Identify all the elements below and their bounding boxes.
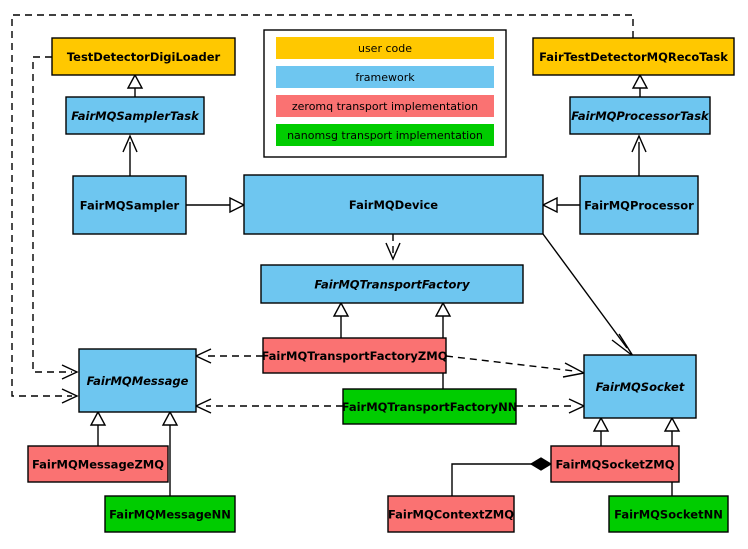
legend-label-user-code: user code xyxy=(358,42,412,55)
class-box-fair-mqsocket-nn[interactable]: FairMQSocketNN xyxy=(608,495,729,533)
class-box-label: TestDetectorDigiLoader xyxy=(67,50,221,64)
legend-swatch-user-code xyxy=(276,37,494,59)
class-box-fair-test-detector-mqreco-task[interactable]: FairTestDetectorMQRecoTask xyxy=(532,37,735,76)
class-box-rect xyxy=(65,96,205,135)
edge-digiloader-to-message xyxy=(32,56,79,380)
class-box-rect xyxy=(260,264,524,304)
edge-messagezmq-to-message xyxy=(89,410,107,446)
edge-recotask-to-processortask xyxy=(631,73,649,97)
class-box-label: FairMQMessageZMQ xyxy=(32,458,164,472)
class-box-rect xyxy=(243,174,544,235)
legend-item-nanomsg: nanomsg transport implementation xyxy=(276,124,494,146)
class-box-fair-mqmessage[interactable]: FairMQMessage xyxy=(78,348,197,413)
edge-messagenn-to-message xyxy=(161,410,179,496)
class-box-label: FairMQTransportFactoryZMQ xyxy=(261,349,447,363)
class-box-label: FairMQSamplerTask xyxy=(71,109,200,123)
class-box-test-detector-digi-loader[interactable]: TestDetectorDigiLoader xyxy=(51,37,236,76)
class-box-rect xyxy=(583,354,697,419)
edge-tfzmq-to-transportfactory xyxy=(332,301,350,338)
edge-socketzmq-to-socket xyxy=(592,416,610,446)
class-box-fair-mqmessage-nn[interactable]: FairMQMessageNN xyxy=(104,495,236,533)
class-box-label: FairMQSocket xyxy=(596,380,685,394)
edge-processor-to-processortask xyxy=(631,134,647,176)
class-box-rect xyxy=(387,495,515,533)
legend-item-zeromq: zeromq transport implementation xyxy=(276,95,494,117)
class-box-label: FairMQProcessor xyxy=(584,199,694,213)
class-box-rect xyxy=(72,175,187,235)
class-box-rect xyxy=(579,175,699,235)
legend-label-framework: framework xyxy=(355,71,415,84)
legend: user code framework zeromq transport imp… xyxy=(263,29,507,158)
edge-device-to-transportfactory xyxy=(385,234,401,261)
edge-recotask-to-message xyxy=(11,14,634,404)
legend-item-user-code: user code xyxy=(276,37,494,59)
class-box-label: FairMQDevice xyxy=(349,198,438,212)
edge-sampler-to-device xyxy=(186,196,246,214)
class-box-rect xyxy=(532,37,735,76)
class-box-fair-mqprocessor-task[interactable]: FairMQProcessorTask xyxy=(569,96,711,135)
class-box-rect xyxy=(262,337,447,374)
class-box-rect xyxy=(569,96,711,135)
class-box-fair-mqtransport-factory-nn[interactable]: FairMQTransportFactoryNN xyxy=(342,388,518,425)
class-box-fair-mqsocket[interactable]: FairMQSocket xyxy=(583,354,697,419)
class-box-rect xyxy=(608,495,729,533)
class-box-rect xyxy=(550,445,680,483)
class-box-fair-mqcontext-zmq[interactable]: FairMQContextZMQ xyxy=(387,495,515,533)
class-box-fair-mqtransport-factory-zmq[interactable]: FairMQTransportFactoryZMQ xyxy=(261,337,448,374)
class-box-label: FairMQMessage xyxy=(87,374,189,388)
legend-label-nanomsg: nanomsg transport implementation xyxy=(287,129,483,142)
class-box-label: FairMQProcessorTask xyxy=(571,109,710,123)
edge-processor-to-device xyxy=(541,196,580,214)
legend-swatch-framework xyxy=(276,66,494,88)
class-box-fair-mqprocessor[interactable]: FairMQProcessor xyxy=(579,175,699,235)
class-box-fair-mqdevice[interactable]: FairMQDevice xyxy=(243,174,544,235)
legend-swatch-zeromq xyxy=(276,95,494,117)
class-box-fair-mqsocket-zmq[interactable]: FairMQSocketZMQ xyxy=(550,445,680,483)
class-box-rect xyxy=(51,37,236,76)
class-box-label: FairTestDetectorMQRecoTask xyxy=(539,50,728,64)
legend-label-zeromq: zeromq transport implementation xyxy=(292,100,478,113)
class-box-label: FairMQContextZMQ xyxy=(388,508,514,522)
class-box-rect xyxy=(104,495,236,533)
class-box-fair-mqsampler[interactable]: FairMQSampler xyxy=(72,175,187,235)
legend-item-framework: framework xyxy=(276,66,494,88)
edge-digiloader-to-samplertask xyxy=(126,73,144,97)
class-box-rect xyxy=(78,348,197,413)
class-box-fair-mqsampler-task[interactable]: FairMQSamplerTask xyxy=(65,96,205,135)
class-box-rect xyxy=(342,388,517,425)
class-box-label: FairMQSocketNN xyxy=(614,508,723,522)
class-box-fair-mqtransport-factory[interactable]: FairMQTransportFactory xyxy=(260,264,524,304)
class-box-label: FairMQSocketZMQ xyxy=(556,458,675,472)
class-box-label: FairMQTransportFactory xyxy=(314,278,470,292)
class-box-label: FairMQMessageNN xyxy=(109,508,231,522)
class-box-label: FairMQSampler xyxy=(80,199,180,213)
edge-socketzmq-composition-contextzmq xyxy=(451,457,553,496)
legend-swatch-nanomsg xyxy=(276,124,494,146)
edge-sampler-to-samplertask xyxy=(122,134,138,176)
class-box-rect xyxy=(27,445,169,483)
class-box-fair-mqmessage-zmq[interactable]: FairMQMessageZMQ xyxy=(27,445,169,483)
class-nodes-layer: TestDetectorDigiLoader FairTestDetectorMQ… xyxy=(27,37,735,533)
class-box-label: FairMQTransportFactoryNN xyxy=(342,400,518,414)
